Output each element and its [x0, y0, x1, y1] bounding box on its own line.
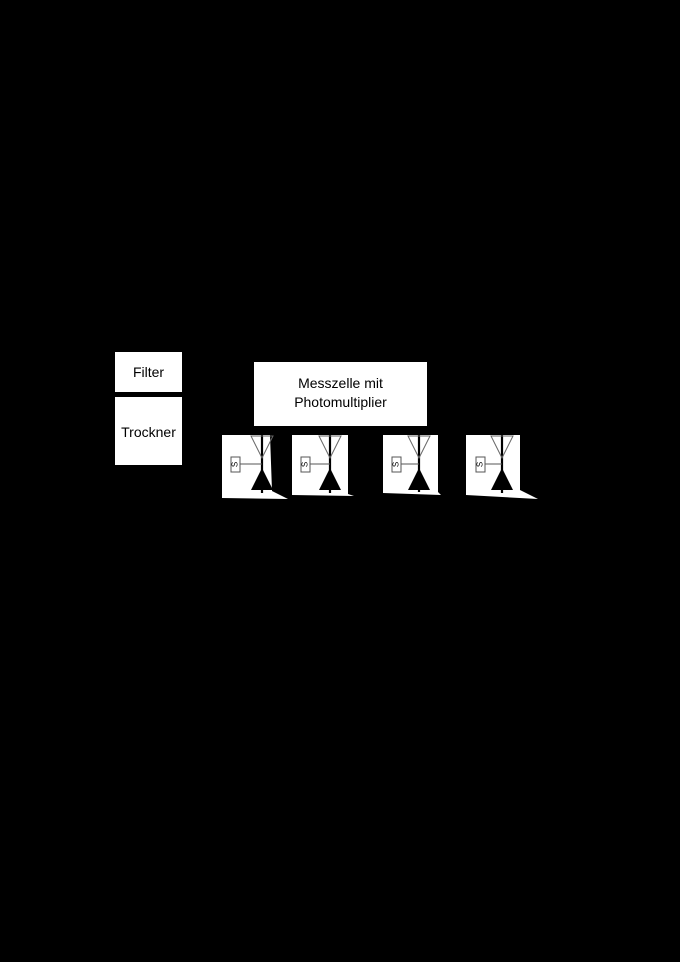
solenoid-valve-3: S: [383, 435, 441, 495]
solenoid-valve-2: S: [292, 435, 354, 496]
filter-box: Filter: [115, 352, 182, 392]
dryer-box: Trockner: [115, 397, 182, 465]
solenoid-valve-4: S: [466, 435, 538, 499]
solenoid-label: S: [231, 462, 240, 467]
solenoid-box-icon: [230, 456, 241, 473]
solenoid-box-icon: [391, 456, 402, 473]
measuring-cell-box: Messzelle mit Photomultiplier: [254, 362, 427, 426]
solenoid-label: S: [301, 462, 310, 467]
solenoid-label: S: [476, 462, 485, 467]
measuring-cell-label-line2: Photomultiplier: [294, 394, 387, 410]
solenoid-box-icon: [300, 456, 311, 473]
measuring-cell-label-line1: Messzelle mit: [298, 375, 383, 391]
solenoid-box-icon: [475, 456, 486, 473]
solenoid-valve-1: S: [222, 435, 288, 499]
filter-label: Filter: [133, 364, 164, 380]
dryer-label: Trockner: [121, 424, 176, 440]
solenoid-label: S: [392, 462, 401, 467]
